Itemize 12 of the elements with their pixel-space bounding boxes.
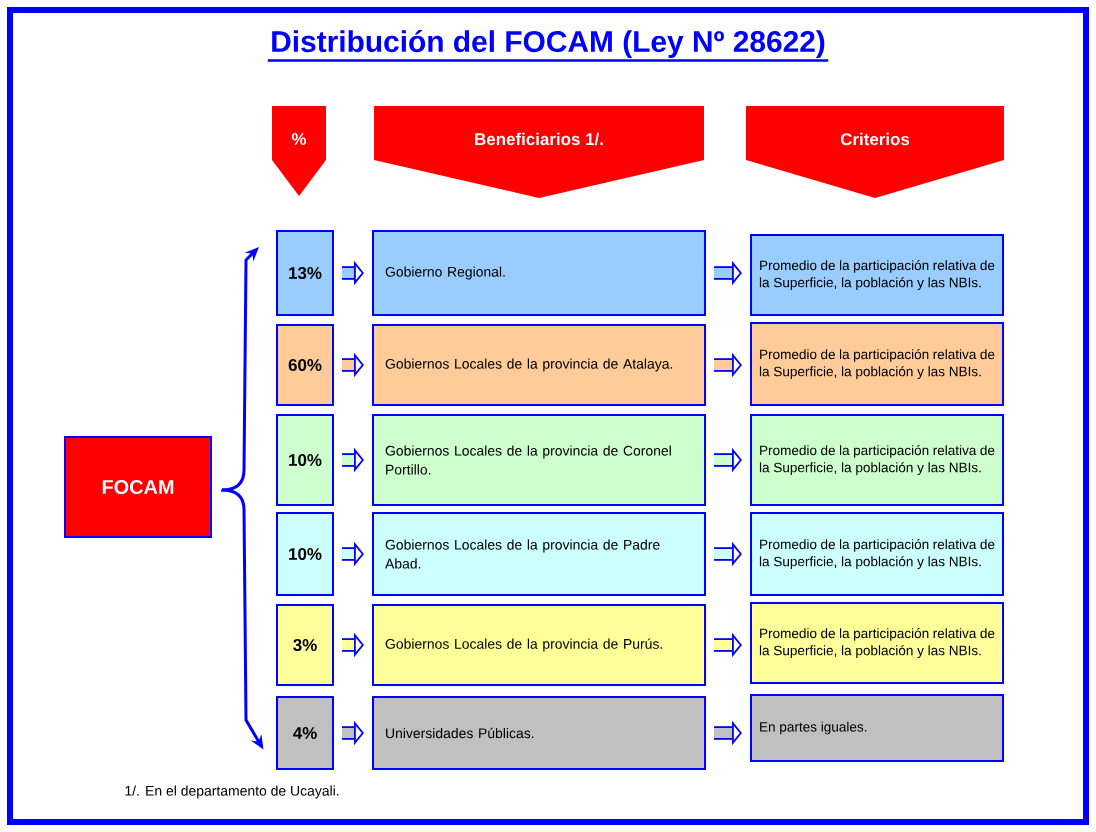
brace-arrow (220, 247, 259, 492)
percentage-box: 10% (276, 512, 334, 596)
percentage-box: 3% (276, 604, 334, 686)
source-box: FOCAM (64, 436, 212, 538)
column-header: Beneficiarios 1/. (374, 106, 704, 198)
percentage-box: 4% (276, 696, 334, 770)
percentage-box: 10% (276, 414, 334, 506)
title: Distribución del FOCAM (Ley Nº 28622) (267, 29, 829, 62)
percentage-box: 60% (276, 324, 334, 406)
column-header: Criterios (746, 106, 1004, 198)
column-header: % (272, 106, 326, 196)
percentage-box: 13% (276, 230, 334, 316)
